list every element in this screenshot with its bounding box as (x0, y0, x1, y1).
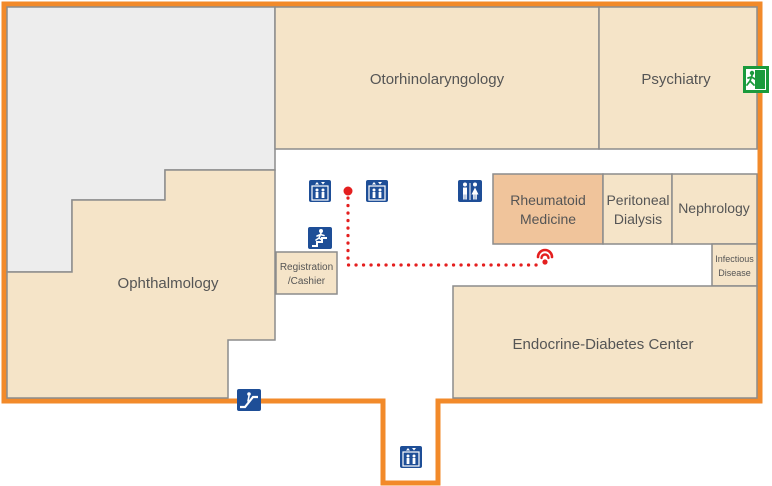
psychiatry-label: Psychiatry (641, 71, 711, 88)
elevator-icon (309, 180, 331, 202)
room-infectious-disease[interactable]: Infectious Disease (711, 243, 758, 287)
room-rheumatoid-medicine[interactable]: Rheumatoid Medicine (492, 173, 604, 245)
room-registration-cashier[interactable]: Registration /Cashier (275, 251, 338, 295)
room-endocrine-diabetes-center[interactable]: Endocrine-Diabetes Center (452, 285, 758, 399)
escalator-icon (237, 389, 261, 411)
ophthalmology-label: Ophthalmology (118, 275, 219, 292)
route-start-marker (343, 186, 353, 196)
room-peritoneal-dialysis[interactable]: Peritoneal Dialysis (602, 173, 673, 245)
restroom-icon (458, 180, 482, 202)
registration-label-line2: /Cashier (288, 276, 326, 287)
room-psychiatry[interactable]: Psychiatry (598, 6, 758, 150)
room-otorhinolaryngology[interactable]: Otorhinolaryngology (274, 6, 600, 150)
stairs-icon (308, 227, 332, 249)
registration-label-line1: Registration (280, 262, 333, 273)
elevator-icon (366, 180, 388, 202)
otorhinolaryngology-label: Otorhinolaryngology (370, 71, 505, 88)
room-ophthalmology[interactable]: Ophthalmology (6, 169, 276, 399)
route-line (346, 196, 539, 267)
endocrine-label: Endocrine-Diabetes Center (513, 336, 694, 353)
peritoneal-label-line1: Peritoneal (606, 192, 669, 208)
nephrology-label: Nephrology (678, 200, 750, 216)
peritoneal-label-line2: Dialysis (614, 211, 662, 227)
room-nephrology[interactable]: Nephrology (671, 173, 758, 245)
emergency-exit-icon (743, 66, 769, 93)
route-destination-marker (536, 248, 554, 265)
infectious-label-line2: Disease (718, 268, 751, 278)
rheumatoid-label-line2: Medicine (520, 211, 576, 227)
rheumatoid-label-line1: Rheumatoid (510, 192, 586, 208)
infectious-label-line1: Infectious (715, 254, 754, 264)
elevator-icon (400, 446, 422, 468)
route-path (343, 186, 554, 267)
